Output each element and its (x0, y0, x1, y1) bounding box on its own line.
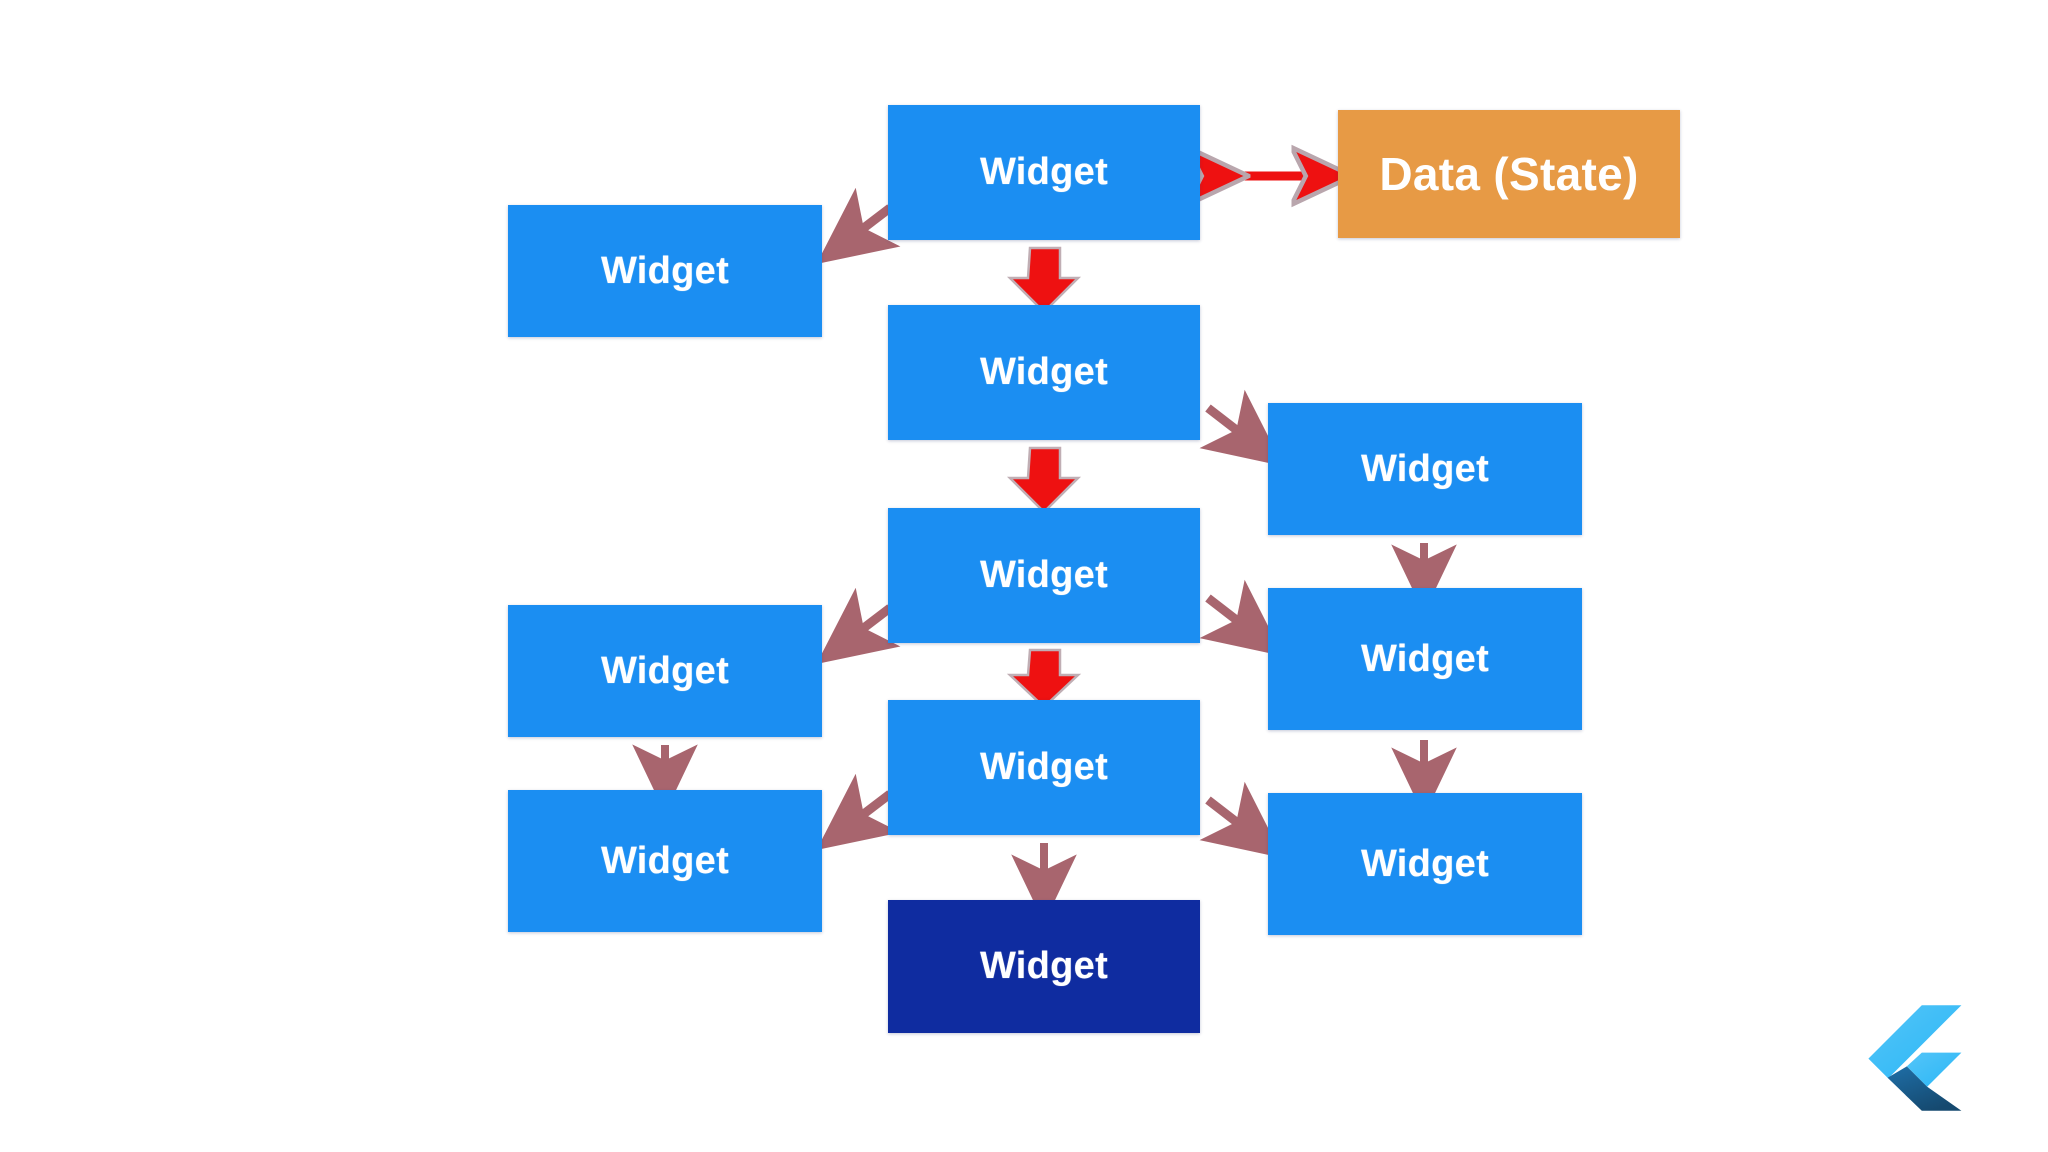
node-label: Widget (979, 151, 1109, 193)
node-label: Widget (979, 554, 1109, 596)
widget-node-center-5-root[interactable]: Widget (888, 900, 1200, 1033)
data-state-node[interactable]: Data (State) (1338, 110, 1680, 238)
node-label: Widget (979, 945, 1109, 987)
widget-node-left-3[interactable]: Widget (508, 790, 822, 932)
arrow-child-c4-r3 (1199, 781, 1284, 859)
arrow-child-c3-l2 (816, 587, 901, 664)
widget-node-center-4[interactable]: Widget (888, 700, 1200, 835)
widget-node-left-2[interactable]: Widget (508, 605, 822, 737)
node-label: Widget (600, 649, 730, 692)
arrow-child-c2-r1 (1199, 389, 1284, 467)
widget-node-center-1[interactable]: Widget (888, 105, 1200, 240)
node-label: Widget (1360, 842, 1490, 885)
arrow-rebuild-c1-c2 (1006, 246, 1082, 314)
node-label: Widget (979, 351, 1109, 393)
flutter-logo (1868, 1005, 1962, 1111)
node-label: Widget (979, 746, 1109, 788)
arrow-child-c4-l3 (816, 773, 901, 850)
widget-node-right-1[interactable]: Widget (1268, 403, 1582, 535)
arrow-rebuild-c3-c4 (1006, 648, 1082, 709)
node-label: Widget (600, 839, 730, 882)
widget-node-center-2[interactable]: Widget (888, 305, 1200, 440)
widget-node-right-2[interactable]: Widget (1268, 588, 1582, 730)
arrow-child-c3-r2 (1199, 579, 1284, 657)
arrow-child-c1-l1 (816, 187, 901, 264)
data-state-label: Data (State) (1379, 148, 1639, 200)
widget-node-center-3[interactable]: Widget (888, 508, 1200, 643)
widget-node-right-3[interactable]: Widget (1268, 793, 1582, 935)
node-label: Widget (1360, 447, 1490, 490)
node-label: Widget (600, 249, 730, 292)
arrow-rebuild-c2-c3 (1006, 446, 1082, 514)
widget-node-left-1[interactable]: Widget (508, 205, 822, 337)
node-label: Widget (1360, 637, 1490, 680)
